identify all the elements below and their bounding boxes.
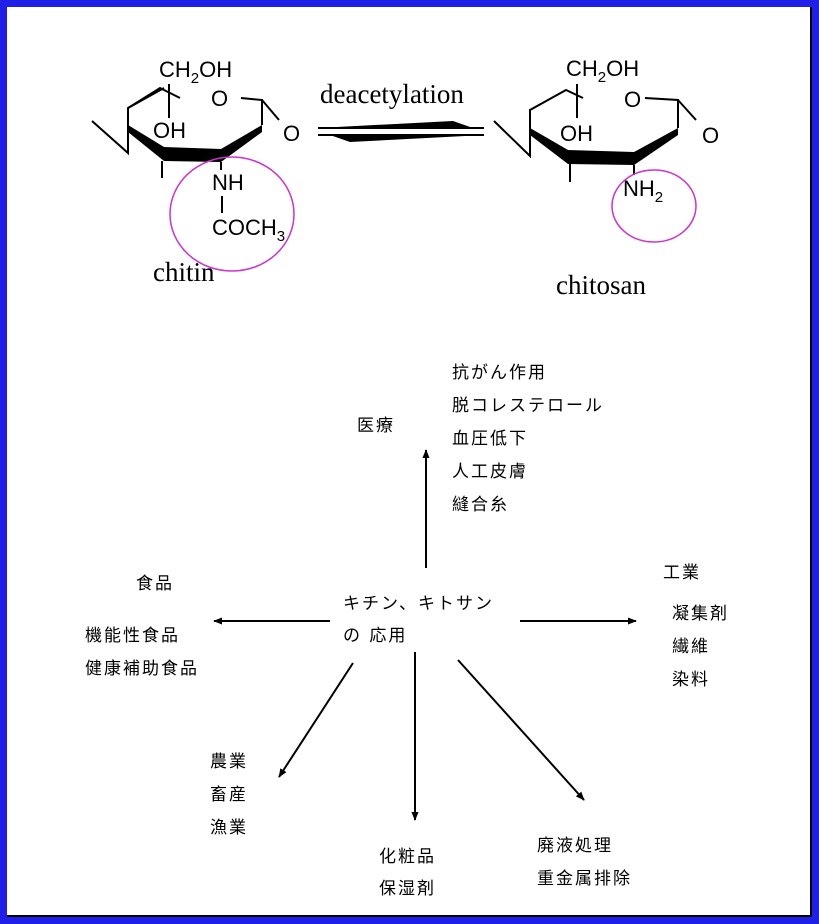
agriculture-item: 漁業 — [210, 818, 248, 838]
arrow-to-agriculture — [278, 662, 354, 778]
medical-item: 抗がん作用 — [452, 363, 547, 383]
chitosan-ring-oxygen: O — [624, 87, 641, 112]
industry-item: 凝集剤 — [672, 604, 729, 624]
chitosan-ch2oh-label: CH2OH — [566, 56, 639, 86]
food-item: 健康補助食品 — [85, 659, 199, 679]
arrow-to-wastewater — [457, 659, 585, 801]
chitosan-name-label: chitosan — [556, 270, 646, 300]
medical-item: 脱コレステロール — [452, 396, 604, 416]
forward-arrow — [318, 121, 473, 128]
industry-title: 工業 — [663, 563, 701, 583]
medical-item: 縫合糸 — [452, 495, 509, 515]
chitosan-oh-label: OH — [560, 121, 593, 146]
medical-item: 人工皮膚 — [452, 462, 528, 482]
agriculture-item: 畜産 — [210, 785, 248, 805]
cosmetics-item: 化粧品 — [379, 847, 436, 867]
chitosan-glycosidic-oxygen: O — [702, 123, 719, 148]
chitin-glycosidic-oxygen: O — [283, 121, 300, 146]
food-title: 食品 — [136, 574, 174, 594]
food-item: 機能性食品 — [85, 626, 180, 646]
medical-item: 血圧低下 — [452, 429, 528, 449]
chitin-oh-label: OH — [153, 118, 186, 143]
amine-highlight-circle — [611, 169, 697, 243]
deacetylation-arrow: deacetylation — [318, 79, 484, 142]
chitin-name-label: chitin — [153, 257, 215, 287]
reverse-arrow — [330, 135, 484, 142]
industry-group: 工業 凝集剤 繊維 染料 — [663, 563, 729, 690]
medical-group: 医療 抗がん作用 脱コレステロール 血圧低下 人工皮膚 縫合糸 — [357, 363, 604, 515]
industry-item: 染料 — [672, 670, 710, 690]
chitin-coch3-label: COCH3 — [212, 215, 285, 245]
medical-title: 医療 — [357, 416, 395, 436]
industry-item: 繊維 — [672, 637, 710, 657]
agriculture-item: 農業 — [210, 752, 248, 772]
cosmetics-group: 化粧品 保湿剤 — [379, 847, 436, 899]
wastewater-group: 廃液処理 重金属排除 — [537, 836, 632, 889]
cosmetics-item: 保湿剤 — [379, 879, 436, 899]
wastewater-item: 廃液処理 — [537, 836, 613, 856]
center-label-line1: キチン、キトサン — [343, 594, 494, 614]
agriculture-group: 農業 畜産 漁業 — [210, 752, 248, 838]
applications-map: キチン、キトサン の 応用 医療 抗がん作用 脱コレステロール 血圧低下 人工皮… — [85, 363, 729, 899]
acetamide-highlight-circle — [169, 156, 295, 272]
chitosan-nh2-label: NH2 — [623, 176, 663, 206]
deacetylation-label: deacetylation — [320, 79, 464, 109]
chitin-nh-label: NH — [212, 170, 244, 195]
chitin-ch2oh-label: CH2OH — [159, 57, 232, 87]
wastewater-item: 重金属排除 — [537, 869, 632, 889]
center-label-line2: の 応用 — [343, 626, 407, 646]
chitin-structure: CH2OH O OH O NH COCH3 chitin — [91, 57, 300, 287]
food-group: 食品 機能性食品 健康補助食品 — [85, 574, 199, 679]
chitosan-structure: CH2OH O OH O NH2 chitosan — [493, 56, 719, 300]
chitin-ring-oxygen: O — [211, 86, 228, 111]
